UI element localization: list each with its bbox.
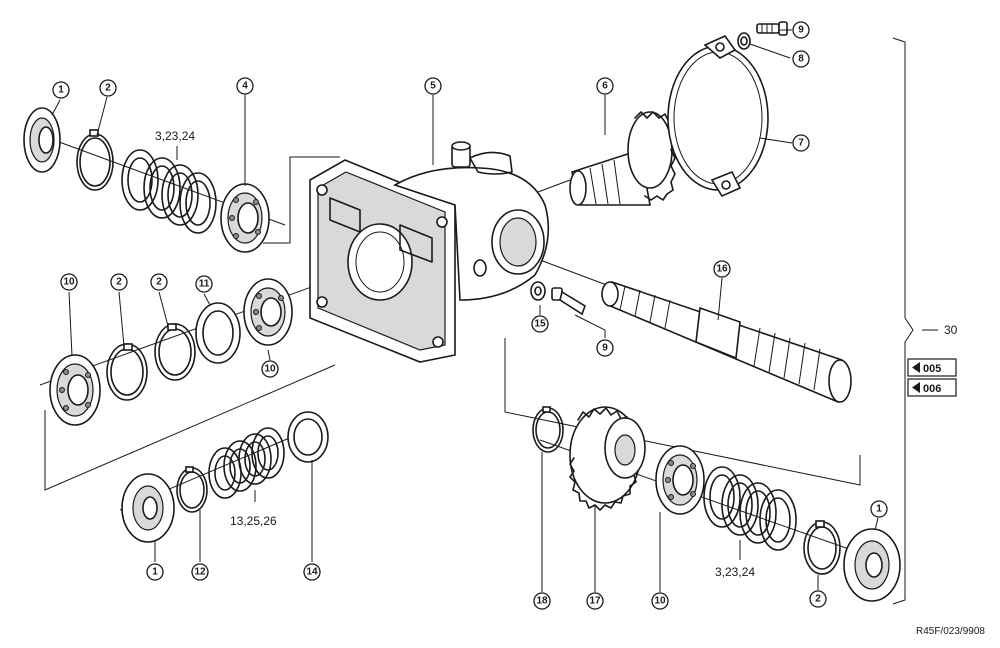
callout-5: 5 [424, 77, 442, 95]
svg-text:9: 9 [602, 343, 608, 354]
svg-text:8: 8 [798, 54, 804, 65]
callout-9-top: 9 [792, 21, 810, 39]
svg-text:7: 7 [798, 138, 804, 149]
callout-10-bottom-right: 10 [651, 592, 669, 610]
callout-18: 18 [533, 592, 551, 610]
group-label-top-left: 3,23,24 [155, 129, 195, 143]
svg-text:2: 2 [156, 277, 162, 288]
assembly-number: 30 [944, 323, 958, 337]
bearing-middle-right [243, 278, 293, 346]
svg-text:17: 17 [589, 596, 601, 607]
leader-lines [51, 29, 879, 592]
seal-ring-bottom-left [121, 473, 175, 543]
callout-12: 12 [191, 563, 209, 581]
callout-1-top-left: 1 [52, 81, 70, 99]
svg-text:15: 15 [534, 319, 546, 330]
washer-middle [530, 281, 546, 301]
callout-7: 7 [792, 134, 810, 152]
circlip-bottom-right-b [803, 520, 841, 575]
gear-housing [309, 141, 550, 363]
callout-6: 6 [596, 77, 614, 95]
svg-text:10: 10 [63, 277, 75, 288]
bolt-middle [551, 287, 586, 316]
drawing-code: R45F/023/9908 [916, 626, 985, 637]
output-shaft [601, 280, 852, 404]
pinion-shaft [569, 111, 676, 206]
callout-2-top-left: 2 [99, 79, 117, 97]
shim-stack-top-left [121, 149, 217, 234]
washer-top [737, 32, 751, 50]
callout-1-bottom-left: 1 [146, 563, 164, 581]
svg-text:2: 2 [815, 594, 821, 605]
seal-ring-bottom-right [843, 528, 901, 602]
callout-10-middle-left: 10 [60, 273, 78, 291]
bearing-top-left [220, 183, 270, 253]
svg-text:18: 18 [536, 596, 548, 607]
svg-text:9: 9 [798, 25, 804, 36]
circlip-middle-a [106, 343, 148, 401]
bearing-middle-left [49, 354, 101, 426]
svg-text:005: 005 [923, 363, 941, 375]
circlip-top-left [76, 129, 114, 191]
group-label-bottom-left: 13,25,26 [230, 514, 277, 528]
callout-2-middle-b: 2 [150, 273, 168, 291]
callout-10-middle-right: 10 [261, 360, 279, 378]
callout-14: 14 [303, 563, 321, 581]
callout-2-bottom-right: 2 [809, 590, 827, 608]
spacer-ring-middle [195, 302, 241, 364]
shim-stack-bottom-right [703, 466, 797, 551]
svg-text:5: 5 [430, 81, 436, 92]
bevel-gear [569, 406, 646, 511]
svg-text:4: 4 [242, 81, 248, 92]
svg-text:10: 10 [264, 364, 276, 375]
callout-17: 17 [586, 592, 604, 610]
callout-15: 15 [531, 315, 549, 333]
bearing-bottom-right [655, 445, 705, 515]
svg-text:2: 2 [105, 83, 111, 94]
callout-11: 11 [195, 275, 213, 293]
callout-1-bottom-right: 1 [870, 500, 888, 518]
circlip-bottom-right-a [532, 406, 564, 453]
circlip-middle-b [154, 323, 196, 381]
circlip-bottom-left [176, 466, 208, 513]
assembly-bracket: 30 [892, 37, 958, 605]
svg-text:2: 2 [116, 277, 122, 288]
bolt-top [756, 21, 788, 36]
svg-text:1: 1 [152, 567, 158, 578]
seal-ring-top-left [23, 107, 61, 173]
svg-text:6: 6 [602, 81, 608, 92]
svg-text:11: 11 [199, 279, 210, 290]
shim-stack-bottom-left [208, 427, 285, 499]
svg-text:10: 10 [654, 596, 666, 607]
callout-2-middle-a: 2 [110, 273, 128, 291]
callout-9-middle: 9 [596, 339, 614, 357]
callout-8: 8 [792, 50, 810, 68]
svg-text:006: 006 [923, 383, 941, 395]
svg-text:1: 1 [876, 504, 882, 515]
svg-text:1: 1 [58, 85, 64, 96]
ref-box-006[interactable]: 006 [907, 378, 957, 397]
callout-4: 4 [236, 77, 254, 95]
group-label-bottom-right: 3,23,24 [715, 565, 755, 579]
spacer-ring-bottom-left [287, 411, 329, 463]
svg-text:12: 12 [194, 567, 206, 578]
ref-box-005[interactable]: 005 [907, 358, 957, 377]
svg-text:14: 14 [306, 567, 318, 578]
callout-16: 16 [713, 260, 731, 278]
svg-text:16: 16 [716, 264, 728, 275]
cover-plate [667, 35, 769, 198]
left-arrow-icon [912, 382, 920, 393]
left-arrow-icon [912, 362, 920, 373]
